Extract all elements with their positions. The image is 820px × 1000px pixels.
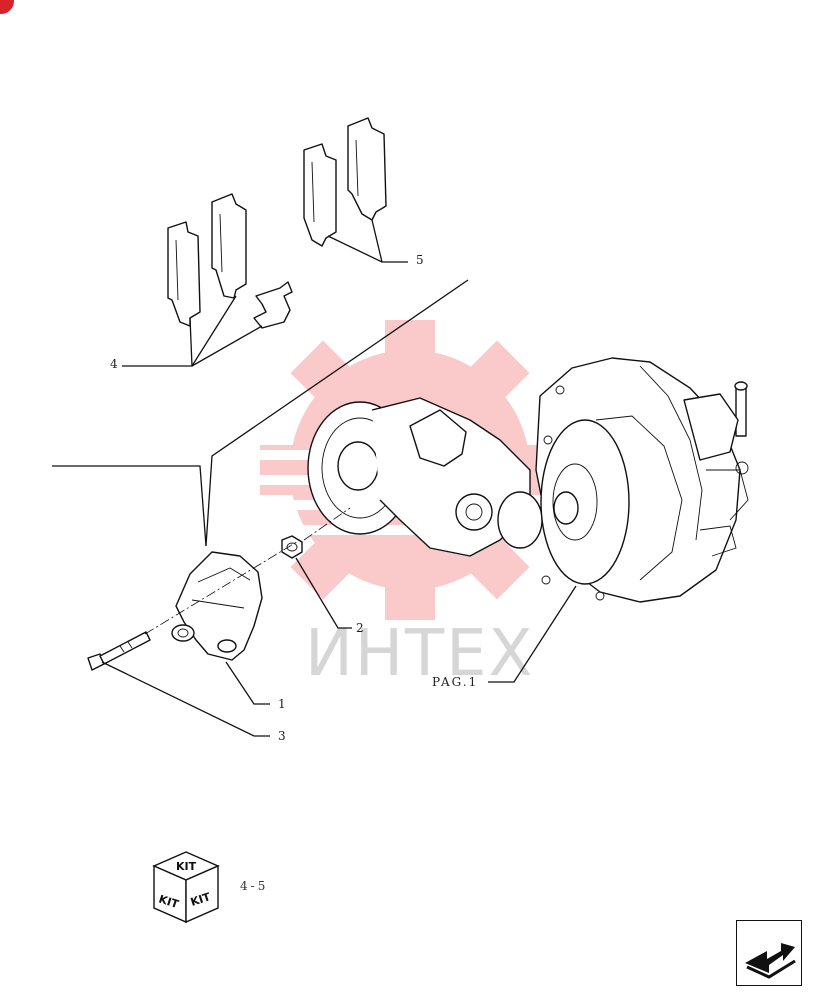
axle-assembly — [307, 357, 749, 603]
brake-pad-set-5 — [303, 117, 387, 247]
kit-top-label: KIT — [176, 860, 197, 873]
kit-left-label: KIT — [157, 892, 181, 911]
callout-1: 1 — [278, 697, 288, 711]
axis-line-hub — [303, 507, 351, 541]
kit-reference: 4-5 — [240, 879, 268, 893]
callout-2: 2 — [356, 621, 366, 635]
leader-lines — [52, 219, 577, 737]
callout-pag: PAG.1 — [432, 675, 478, 689]
nut — [281, 535, 303, 559]
caliper-bolt — [87, 631, 151, 671]
kit-cube-icon: KIT KIT KIT — [152, 851, 220, 924]
callout-5: 5 — [416, 253, 426, 267]
brake-caliper — [171, 551, 263, 661]
callout-3: 3 — [278, 729, 288, 743]
next-page-button[interactable] — [736, 920, 802, 986]
axis-line-bolt — [144, 539, 301, 635]
kit-right-label: KIT — [189, 890, 213, 909]
next-page-arrow-icon — [745, 943, 796, 979]
callout-4: 4 — [110, 357, 120, 371]
watermark-text: ИНТЕХ — [305, 617, 534, 691]
brake-pad-set-4 — [167, 193, 293, 329]
